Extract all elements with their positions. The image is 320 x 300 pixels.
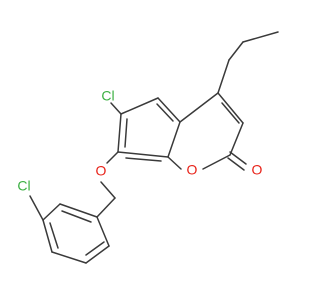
chemical-structure-diagram: Cl O O O Cl — [17, 31, 279, 264]
bond-lines — [29, 31, 279, 264]
bond-propyl-1 — [228, 41, 244, 61]
bond-carbonyl-b — [227, 157, 245, 171]
bond-c3p-cl — [29, 195, 44, 221]
bond-o-ether-ch2 — [100, 181, 116, 199]
bond-c3p-c4p-inner — [49, 222, 59, 249]
chlorine-atom-label-ring: Cl — [101, 88, 114, 104]
bond-c7-o-ether — [106, 151, 119, 164]
oxygen-atom-label-ring: O — [187, 162, 198, 178]
bond-c8a-c4a — [167, 121, 181, 158]
bond-c5p-c6p-inner — [85, 241, 105, 256]
bond-c5p-c6p — [85, 245, 110, 264]
bond-c6-cl — [110, 102, 122, 115]
bond-ch2-c1prime — [96, 197, 116, 218]
chlorine-atom-label-benzyl: Cl — [17, 178, 30, 194]
bond-c3p-c4p — [42, 219, 53, 253]
bond-c2-o1 — [202, 154, 231, 170]
bond-o1-c8a — [167, 156, 182, 170]
bond-c4a-c5-inner — [156, 103, 174, 122]
bond-c1p-c2p — [59, 203, 98, 218]
bond-c6-c7-outer — [117, 113, 122, 153]
bond-propyl-2 — [242, 31, 279, 43]
bond-c3-c2 — [229, 122, 244, 156]
bond-c6p-c1p — [96, 216, 110, 247]
bond-c4p-c5p — [51, 251, 87, 264]
bond-c4a-c4 — [179, 92, 219, 123]
bond-carbonyl-a — [229, 151, 247, 165]
bond-c6-c7-inner — [124, 118, 128, 148]
oxygen-atom-label-carbonyl: O — [252, 162, 263, 178]
bond-propyl-3 — [217, 59, 230, 94]
bond-c7-c8 — [117, 151, 169, 158]
oxygen-atom-label-ether: O — [96, 163, 107, 179]
atom-labels: Cl O O O Cl — [17, 88, 262, 194]
bond-c5-c6 — [120, 97, 159, 115]
bond-c4-c3-inner — [221, 102, 240, 124]
bond-c2p-c3p — [42, 203, 61, 221]
bond-c1p-c2p-inner — [61, 210, 92, 223]
bond-c8-c8a-inner — [125, 157, 162, 162]
bond-c4-c3-outer — [217, 92, 244, 124]
bond-c4a-c5-outer — [157, 97, 181, 123]
